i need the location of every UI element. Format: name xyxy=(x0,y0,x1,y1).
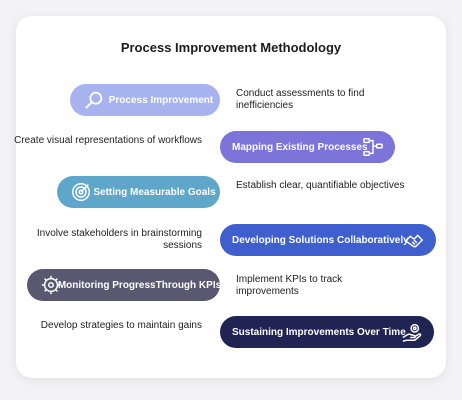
hand-gear-icon xyxy=(400,320,424,344)
step-label: Setting Measurable Goals xyxy=(93,186,216,198)
magnifier-icon xyxy=(82,88,106,112)
step-description: Develop strategies to maintain gains xyxy=(40,320,202,331)
step-pill-developing-solutions-collaboratively: Developing Solutions Collaboratively xyxy=(220,224,436,256)
step-description: Establish clear, quantifiable objectives xyxy=(236,180,405,191)
step-description: Involve stakeholders in brainstorming se… xyxy=(36,228,202,251)
step-pill-process-improvement: Process Improvement xyxy=(70,84,220,116)
gear-chart-icon xyxy=(39,273,63,297)
step-label: Mapping Existing Processes xyxy=(232,141,368,153)
step-pill-monitoring-progress: Monitoring ProgressThrough KPIs xyxy=(27,269,222,301)
handshake-icon xyxy=(402,228,426,252)
workflow-icon xyxy=(361,135,385,159)
step-pill-setting-measurable-goals: Setting Measurable Goals xyxy=(57,176,220,208)
step-label: Monitoring ProgressThrough KPIs xyxy=(57,279,222,291)
step-pill-sustaining-improvements: Sustaining Improvements Over Time xyxy=(220,316,434,348)
step-description: Implement KPIs to track improvements xyxy=(236,274,343,297)
step-description: Create visual representations of workflo… xyxy=(14,135,202,146)
step-label: Sustaining Improvements Over Time xyxy=(232,326,406,338)
step-description: Conduct assessments to find inefficienci… xyxy=(236,88,365,111)
step-pill-mapping-existing-processes: Mapping Existing Processes xyxy=(220,131,395,163)
step-label: Developing Solutions Collaboratively xyxy=(232,234,409,246)
target-icon xyxy=(69,180,93,204)
diagram-title: Process Improvement Methodology xyxy=(120,40,342,55)
step-label: Process Improvement xyxy=(108,94,214,106)
